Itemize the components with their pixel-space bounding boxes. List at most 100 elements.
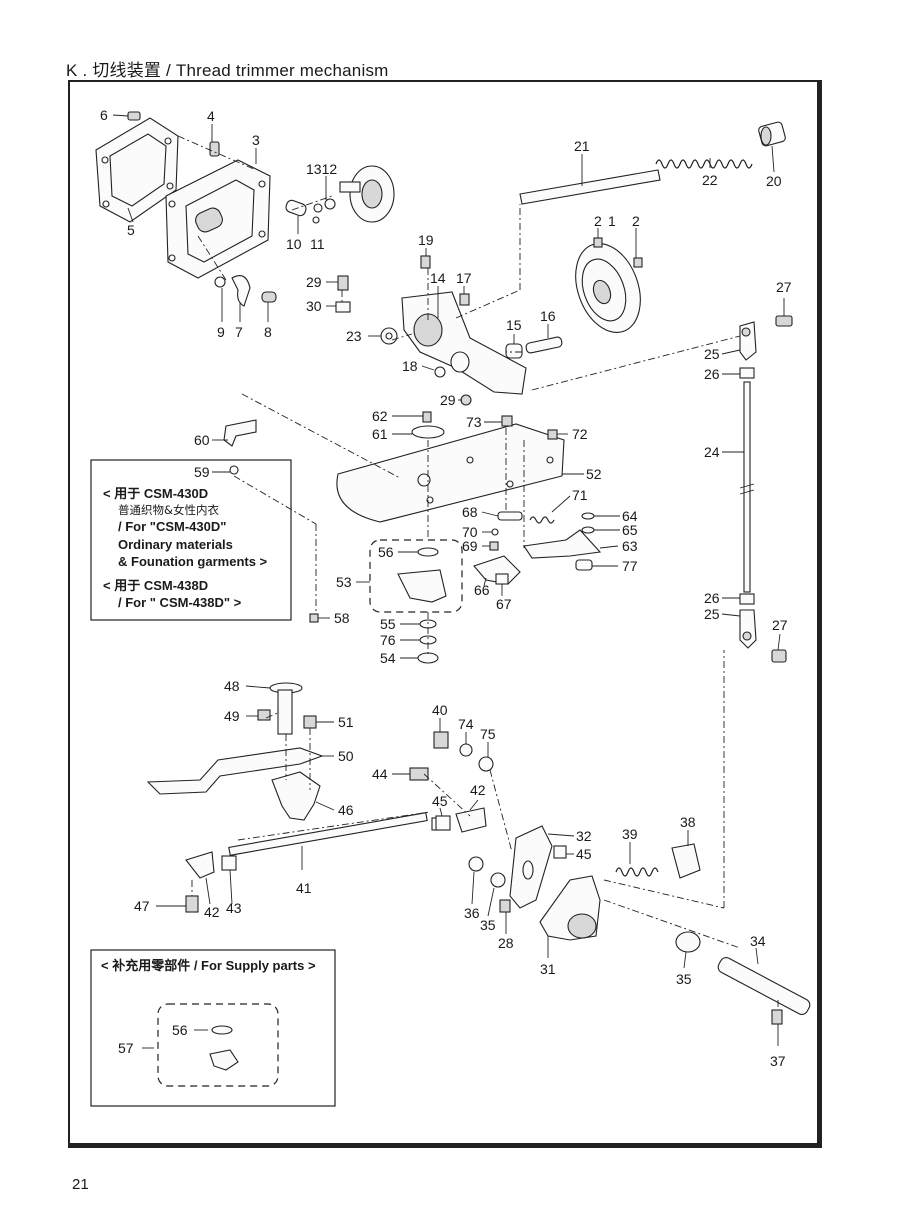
lever-32 <box>509 825 553 909</box>
label-46: 46 <box>338 802 354 818</box>
label-70: 70 <box>462 524 478 540</box>
supply-title: < 补充用零部件 / For Supply parts > <box>101 958 316 973</box>
washer-9 <box>214 276 226 288</box>
label-40: 40 <box>432 702 448 718</box>
note-line-2: 普通织物&女性内衣 <box>118 503 219 517</box>
label-31: 31 <box>540 961 556 977</box>
label-27a: 27 <box>776 279 792 295</box>
label-15: 15 <box>506 317 522 333</box>
link-50 <box>146 747 324 795</box>
label-75: 75 <box>480 726 496 742</box>
group-53-dashed-box <box>369 539 463 613</box>
screw-49 <box>257 709 271 721</box>
label-63: 63 <box>622 538 638 554</box>
label-29a: 29 <box>306 274 322 290</box>
label-20: 20 <box>766 173 782 189</box>
label-34: 34 <box>750 933 766 949</box>
label-7: 7 <box>235 324 243 340</box>
screw-4 <box>209 141 220 157</box>
screw-69 <box>489 541 499 551</box>
label-1: 1 <box>608 213 616 229</box>
ball-joint-25b <box>739 609 757 649</box>
setscrew-2b <box>633 257 643 268</box>
label-45a: 45 <box>432 793 448 809</box>
label-14: 14 <box>430 270 446 286</box>
ring-18 <box>434 366 446 378</box>
ring-36 <box>468 856 484 872</box>
strip-68 <box>497 511 523 521</box>
label-53: 53 <box>336 574 352 590</box>
label-35b: 35 <box>676 971 692 987</box>
page-number: 21 <box>72 1176 89 1193</box>
screw-29b <box>460 394 472 406</box>
disk-61 <box>411 425 445 439</box>
label-5: 5 <box>127 222 135 238</box>
label-21: 21 <box>574 138 590 154</box>
lever-60 <box>223 419 257 447</box>
label-49: 49 <box>224 708 240 724</box>
label-30: 30 <box>306 298 322 314</box>
label-42b: 42 <box>470 782 486 798</box>
stud-48 <box>269 682 303 735</box>
label-55: 55 <box>380 616 396 632</box>
screw-73 <box>501 415 513 427</box>
label-28: 28 <box>498 935 514 951</box>
ball-joint-25a <box>739 321 757 361</box>
label-18: 18 <box>402 358 418 374</box>
lever-31 <box>539 875 601 941</box>
label-25b: 25 <box>704 606 720 622</box>
label-36: 36 <box>464 905 480 921</box>
label-67: 67 <box>496 596 512 612</box>
washer-35b <box>675 931 701 953</box>
label-44: 44 <box>372 766 388 782</box>
screw-28 <box>499 899 511 913</box>
leader-lines <box>112 114 785 1049</box>
nut-77 <box>575 559 593 571</box>
label-66: 66 <box>474 582 490 598</box>
washer-74 <box>459 743 473 757</box>
label-32: 32 <box>576 828 592 844</box>
long-rod-24 <box>739 381 755 593</box>
label-38: 38 <box>680 814 696 830</box>
label-65: 65 <box>622 522 638 538</box>
label-16: 16 <box>540 308 556 324</box>
part-labels: 6 4 3 5 9 7 8 1312 10 11 29 30 19 14 17 … <box>100 107 792 1069</box>
cam-pulley-1 <box>575 243 641 333</box>
nut-43 <box>221 855 237 871</box>
label-35a: 35 <box>480 917 496 933</box>
label-60: 60 <box>194 432 210 448</box>
washer-64 <box>581 512 595 520</box>
nut-30 <box>335 301 351 313</box>
label-10: 10 <box>286 236 302 252</box>
washer-75 <box>478 756 494 772</box>
screw-72 <box>547 429 558 440</box>
label-47: 47 <box>134 898 150 914</box>
rod-41 <box>228 812 428 856</box>
washer-23 <box>380 327 398 345</box>
label-72: 72 <box>572 426 588 442</box>
cover-plate-5 <box>95 117 179 223</box>
pin-16 <box>525 336 563 354</box>
nut-67 <box>495 573 509 585</box>
label-11: 11 <box>310 236 325 252</box>
rod-21 <box>519 169 661 205</box>
label-71: 71 <box>572 487 588 503</box>
ring-11 <box>312 216 320 224</box>
note-line-3: / For "CSM-430D" <box>118 519 226 534</box>
label-29b: 29 <box>440 392 456 408</box>
label-64: 64 <box>622 508 638 524</box>
washer-54 <box>417 652 439 664</box>
screw-29 <box>337 275 349 291</box>
label-62: 62 <box>372 408 388 424</box>
screw-8 <box>261 291 277 303</box>
label-42a: 42 <box>204 904 220 920</box>
label-56b: 56 <box>172 1022 188 1038</box>
label-50: 50 <box>338 748 354 764</box>
screw-58 <box>309 613 319 623</box>
washer-65 <box>581 526 595 534</box>
washer-59 <box>229 465 239 475</box>
screw-62 <box>422 411 432 423</box>
label-26a: 26 <box>704 366 720 382</box>
link-63 <box>523 529 602 559</box>
page-title: K . 切线装置 / Thread trimmer mechanism <box>66 61 389 80</box>
